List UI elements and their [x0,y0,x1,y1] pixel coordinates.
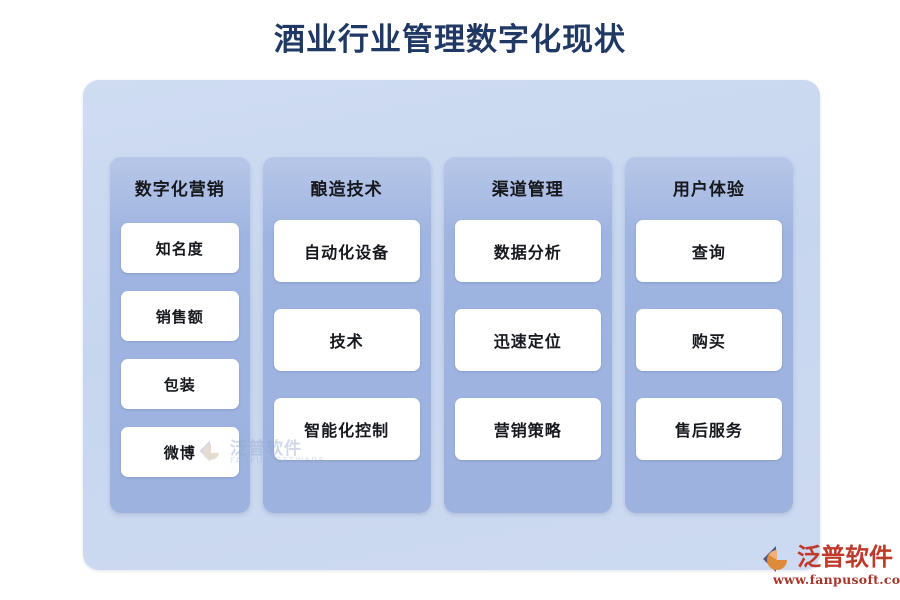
column-header: 用户体验 [672,180,745,200]
column-item-list: 查询 购买 售后服务 [635,200,783,513]
column-user-experience[interactable]: 用户体验 查询 购买 售后服务 [624,157,794,513]
list-item[interactable]: 微博 [121,427,239,477]
list-item[interactable]: 智能化控制 [273,398,420,460]
page-title: 酒业行业管理数字化现状 [274,22,626,58]
list-item[interactable]: 迅速定位 [454,309,601,371]
column-item-list: 知名度 销售额 包装 微博 [121,200,239,513]
list-item[interactable]: 销售额 [121,291,239,341]
fanpu-logo-name: 泛普软件 [797,542,893,571]
list-item[interactable]: 售后服务 [635,398,783,460]
column-header: 数字化营销 [134,180,225,200]
column-channel-management[interactable]: 渠道管理 数据分析 迅速定位 营销策略 [443,157,612,513]
list-item[interactable]: 购买 [635,309,783,371]
fanpu-logo: 泛普软件 www.fanpusoft.com [760,542,900,590]
column-brewing-technology[interactable]: 酿造技术 自动化设备 技术 智能化控制 [262,157,431,513]
column-digital-marketing[interactable]: 数字化营销 知名度 销售额 包装 微博 [110,157,250,513]
list-item[interactable]: 自动化设备 [273,220,420,282]
column-header: 酿造技术 [310,180,383,200]
list-item[interactable]: 查询 [635,220,783,282]
fanpu-logo-url: www.fanpusoft.com [773,572,900,587]
fanpu-logo-icon [760,544,794,574]
list-item[interactable]: 包装 [121,359,239,409]
column-item-list: 数据分析 迅速定位 营销策略 [454,200,601,513]
column-item-list: 自动化设备 技术 智能化控制 [273,200,420,513]
list-item[interactable]: 技术 [273,309,420,371]
list-item[interactable]: 数据分析 [454,220,601,282]
column-header: 渠道管理 [491,180,564,200]
list-item[interactable]: 营销策略 [454,398,601,460]
diagram-panel: 数字化营销 知名度 销售额 包装 微博 酿造技术 自动化设备 技术 智能化控制 … [83,80,820,570]
list-item[interactable]: 知名度 [121,223,239,273]
column-group: 数字化营销 知名度 销售额 包装 微博 酿造技术 自动化设备 技术 智能化控制 … [110,157,794,513]
